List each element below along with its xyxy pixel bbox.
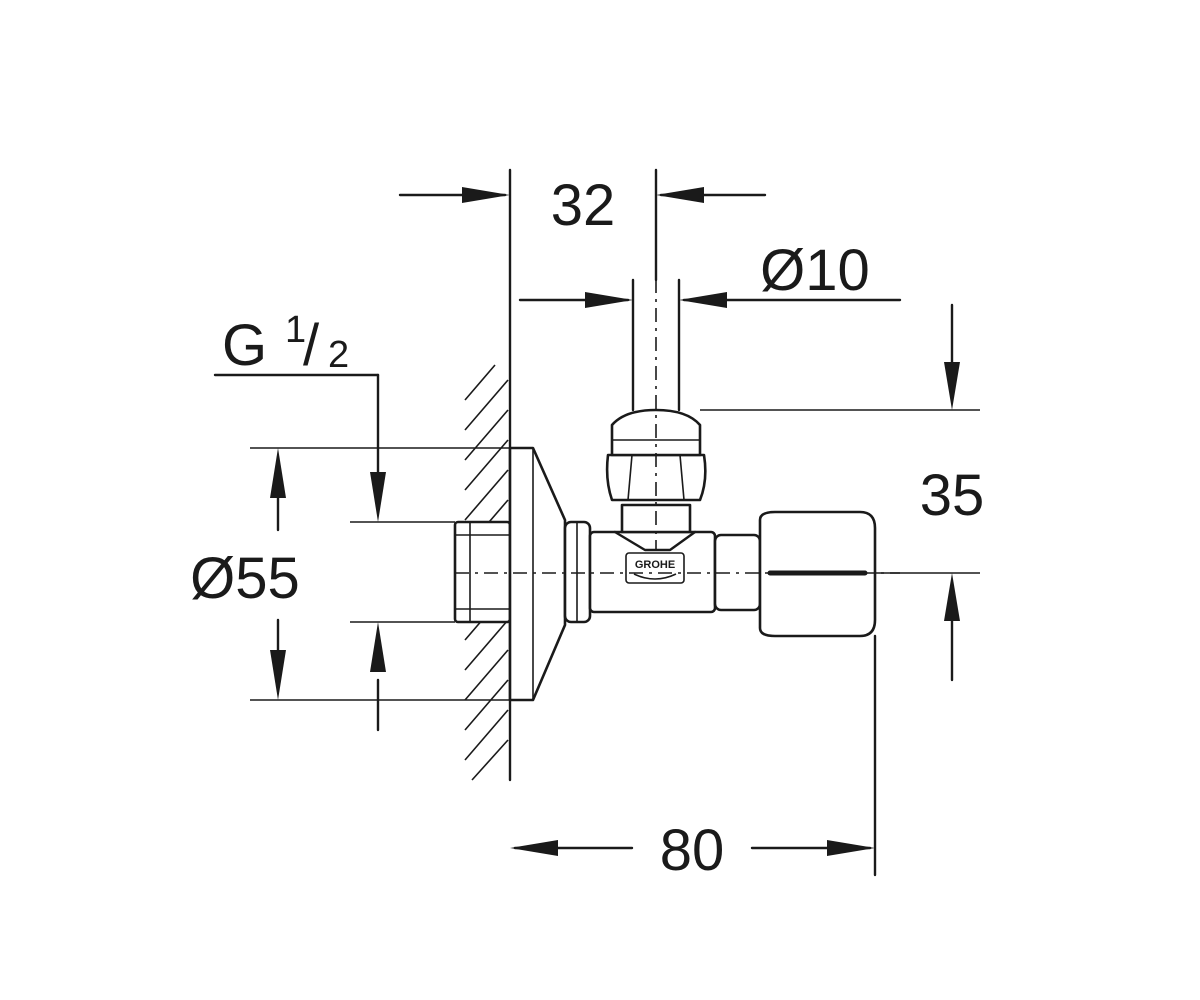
dim-diameter-10: Ø10 (518, 238, 902, 308)
dim-diameter-10-label: Ø10 (760, 238, 870, 303)
inlet-thread (453, 520, 512, 624)
logo-wave (633, 573, 677, 580)
logo-plate (625, 552, 685, 584)
dim-35: 35 (700, 303, 985, 682)
dim-32: 32 (398, 168, 767, 282)
valve-handle (713, 510, 877, 638)
wall (464, 168, 512, 782)
dim-thread-numerator: 1 (285, 309, 306, 351)
dim-35-label: 35 (920, 463, 985, 528)
outlet-pipe (631, 278, 681, 412)
rosette (508, 446, 567, 702)
valve-collar (563, 520, 592, 624)
dim-diameter-55: Ø55 (190, 447, 510, 701)
valve-body: GROHE (588, 530, 717, 614)
wall-hatching (464, 364, 509, 781)
dim-thread-slash: / (303, 313, 320, 378)
dim-thread-denominator: 2 (328, 334, 349, 376)
logo-text: GROHE (635, 559, 675, 571)
dim-diameter-55-label: Ø55 (190, 546, 300, 611)
dim-80-label: 80 (660, 818, 725, 883)
dim-thread: G 1 / 2 (213, 309, 455, 732)
dim-thread-letter: G (222, 313, 267, 378)
dim-80: 80 (510, 634, 877, 883)
outlet-transition (613, 530, 697, 552)
dim-32-label: 32 (551, 173, 616, 238)
